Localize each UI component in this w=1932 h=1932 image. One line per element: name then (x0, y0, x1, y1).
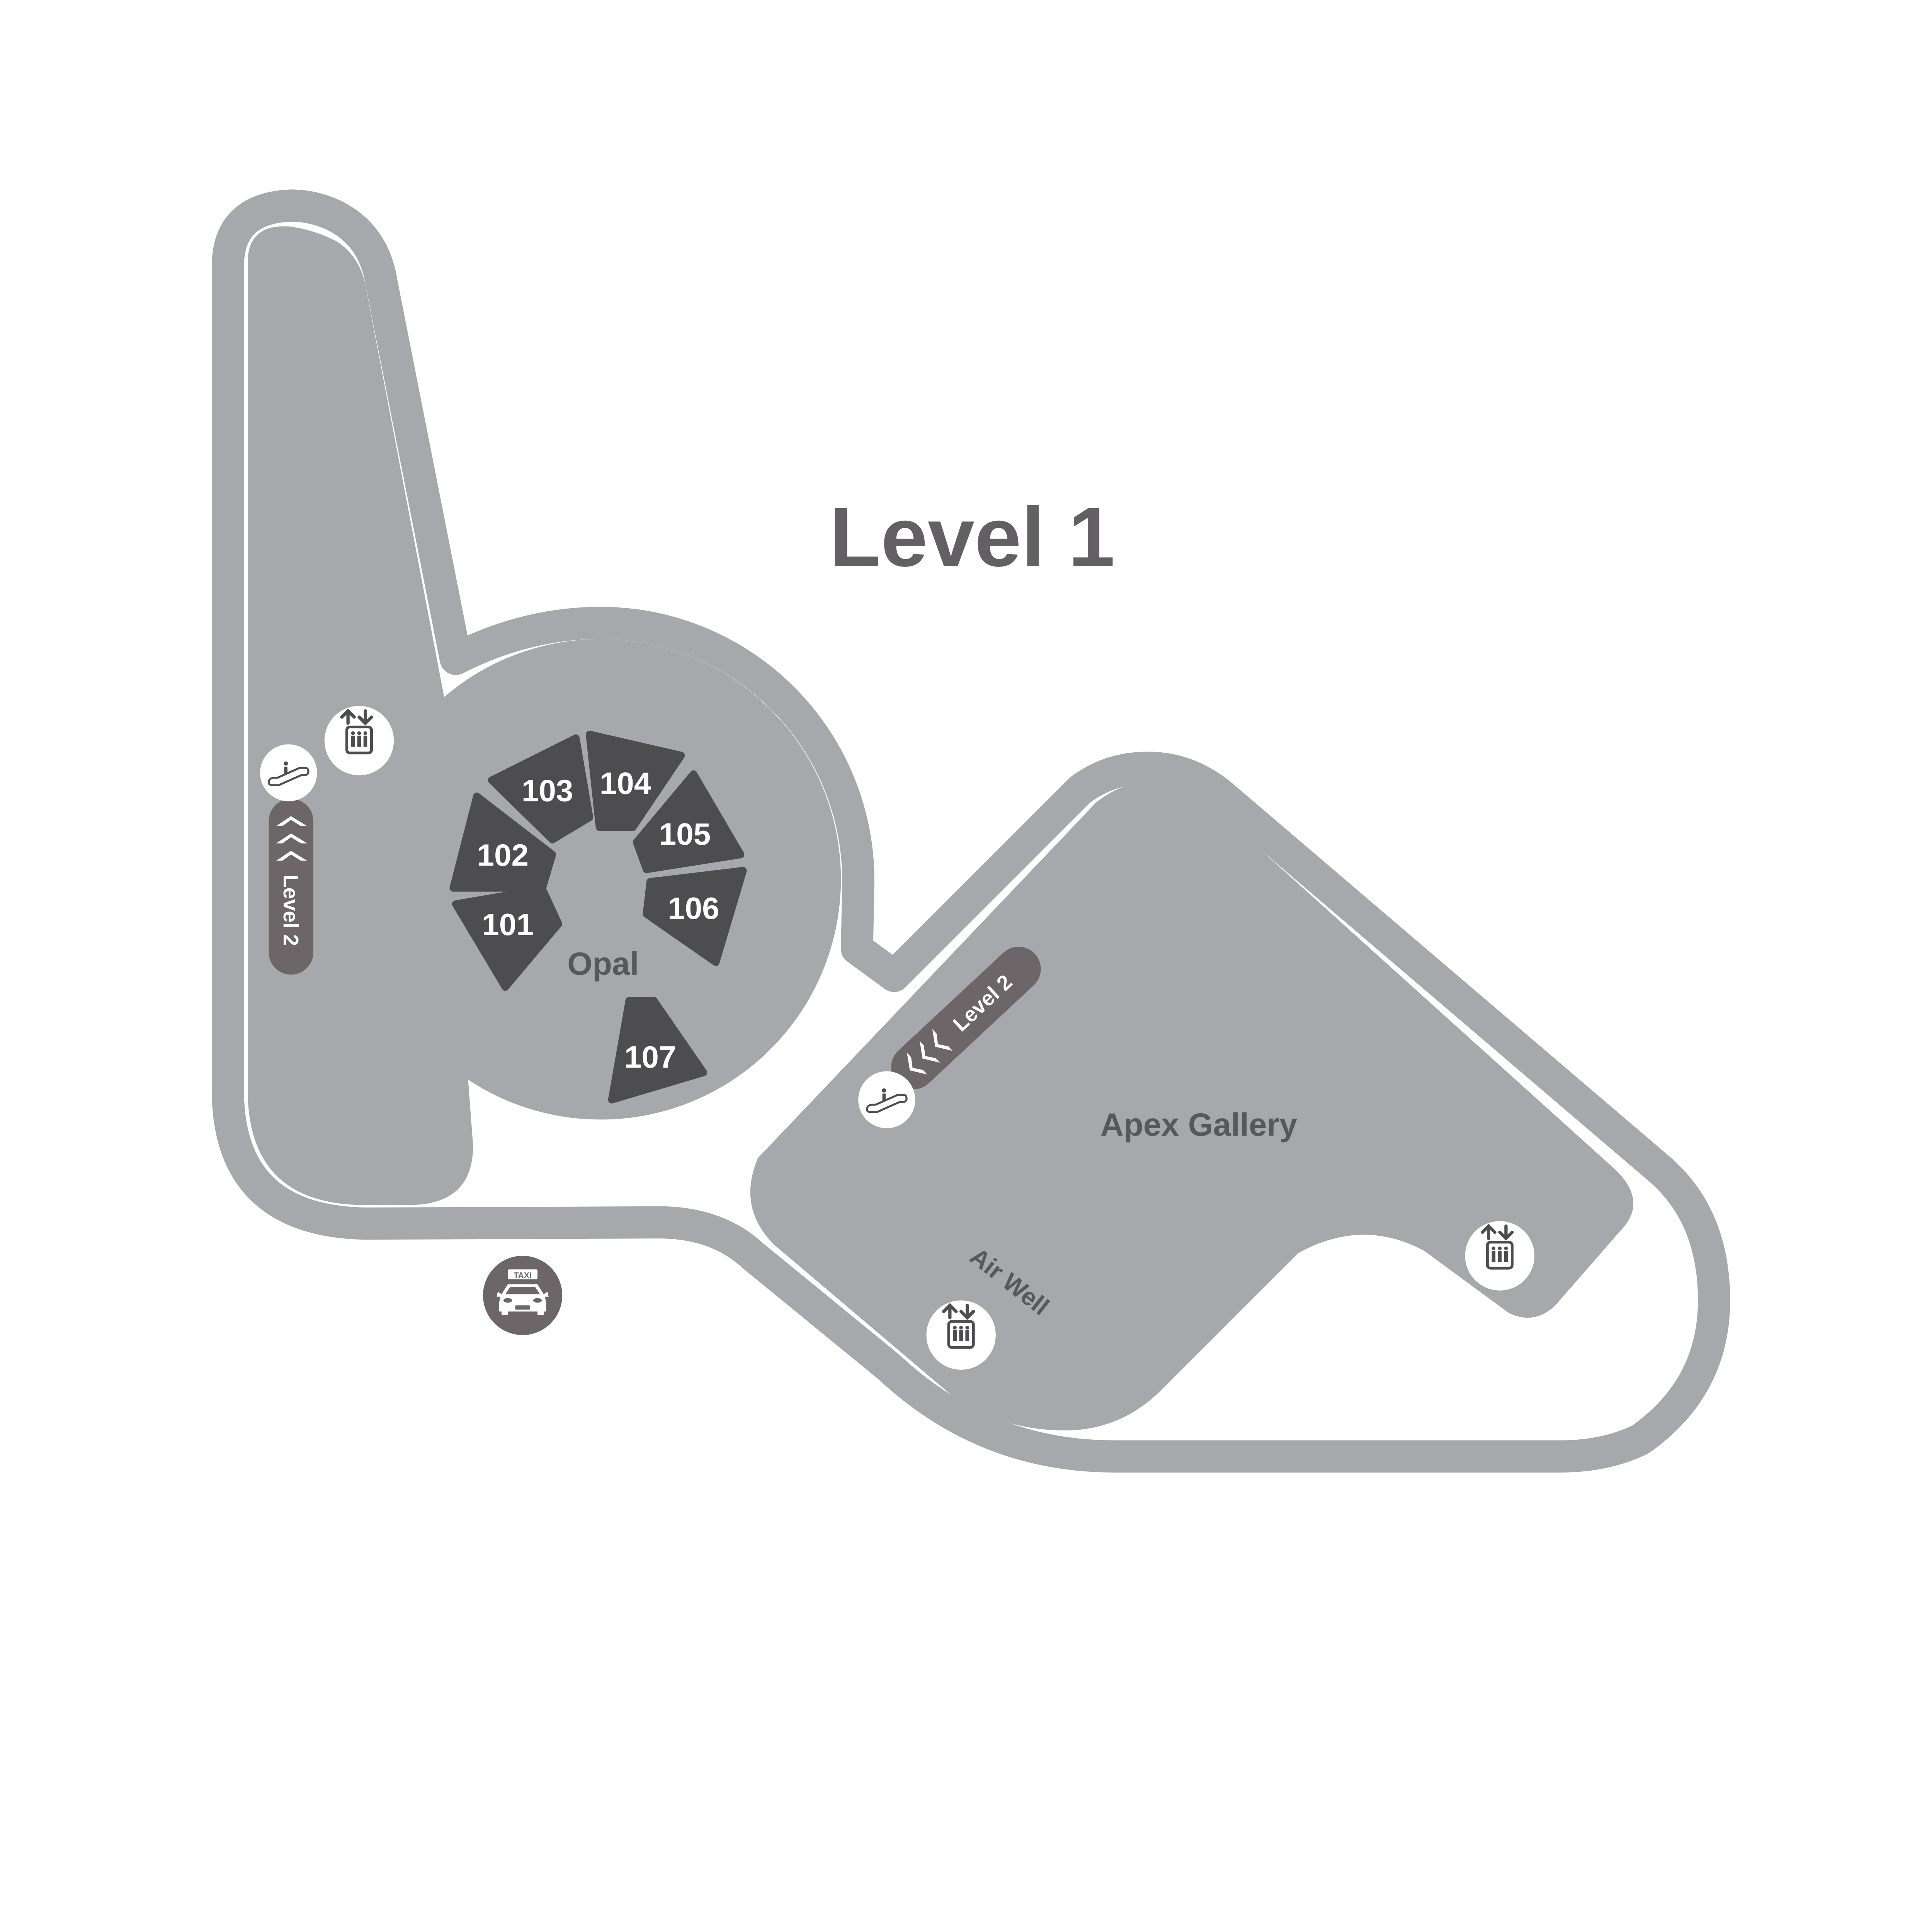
unit-label: 105 (659, 816, 711, 851)
elevator-icon[interactable] (325, 706, 394, 775)
escalator-label: Level 2 (279, 874, 303, 946)
apex-gallery-floor (750, 782, 1634, 1430)
unit-label: 103 (522, 773, 573, 808)
unit-103[interactable]: 103 (488, 734, 594, 844)
opal-floor (360, 639, 841, 1120)
floor-map: Level 1 103 104 105 106 107 102 101 Opal… (212, 189, 1730, 1473)
escalator-icon[interactable] (858, 1071, 915, 1128)
escalator-icon[interactable] (260, 744, 317, 801)
page-title: Level 1 (829, 490, 1115, 584)
unit-102[interactable]: 102 (449, 793, 556, 892)
unit-106[interactable]: 106 (643, 867, 747, 966)
unit-107[interactable]: 107 (608, 997, 707, 1104)
chevron-left-icon (907, 1029, 953, 1075)
unit-101[interactable]: 101 (452, 885, 563, 991)
unit-label: 101 (482, 907, 534, 942)
escalator-level2-left[interactable]: Level 2 (269, 799, 313, 975)
unit-label: 106 (668, 891, 719, 925)
unit-label: 107 (624, 1039, 676, 1074)
unit-label: 102 (477, 837, 529, 872)
chevron-up-icon (276, 816, 307, 861)
taxi-sign: TAXI (514, 1271, 532, 1280)
elevator-icon[interactable] (1465, 1221, 1534, 1290)
unit-104[interactable]: 104 (586, 731, 685, 831)
elevator-icon[interactable] (926, 1300, 995, 1369)
taxi-icon[interactable] (483, 1255, 563, 1335)
unit-label: 104 (600, 765, 651, 800)
area-label-apex-gallery: Apex Gallery (1100, 1107, 1298, 1143)
area-label-opal: Opal (567, 946, 639, 981)
unit-105[interactable]: 105 (633, 770, 745, 873)
